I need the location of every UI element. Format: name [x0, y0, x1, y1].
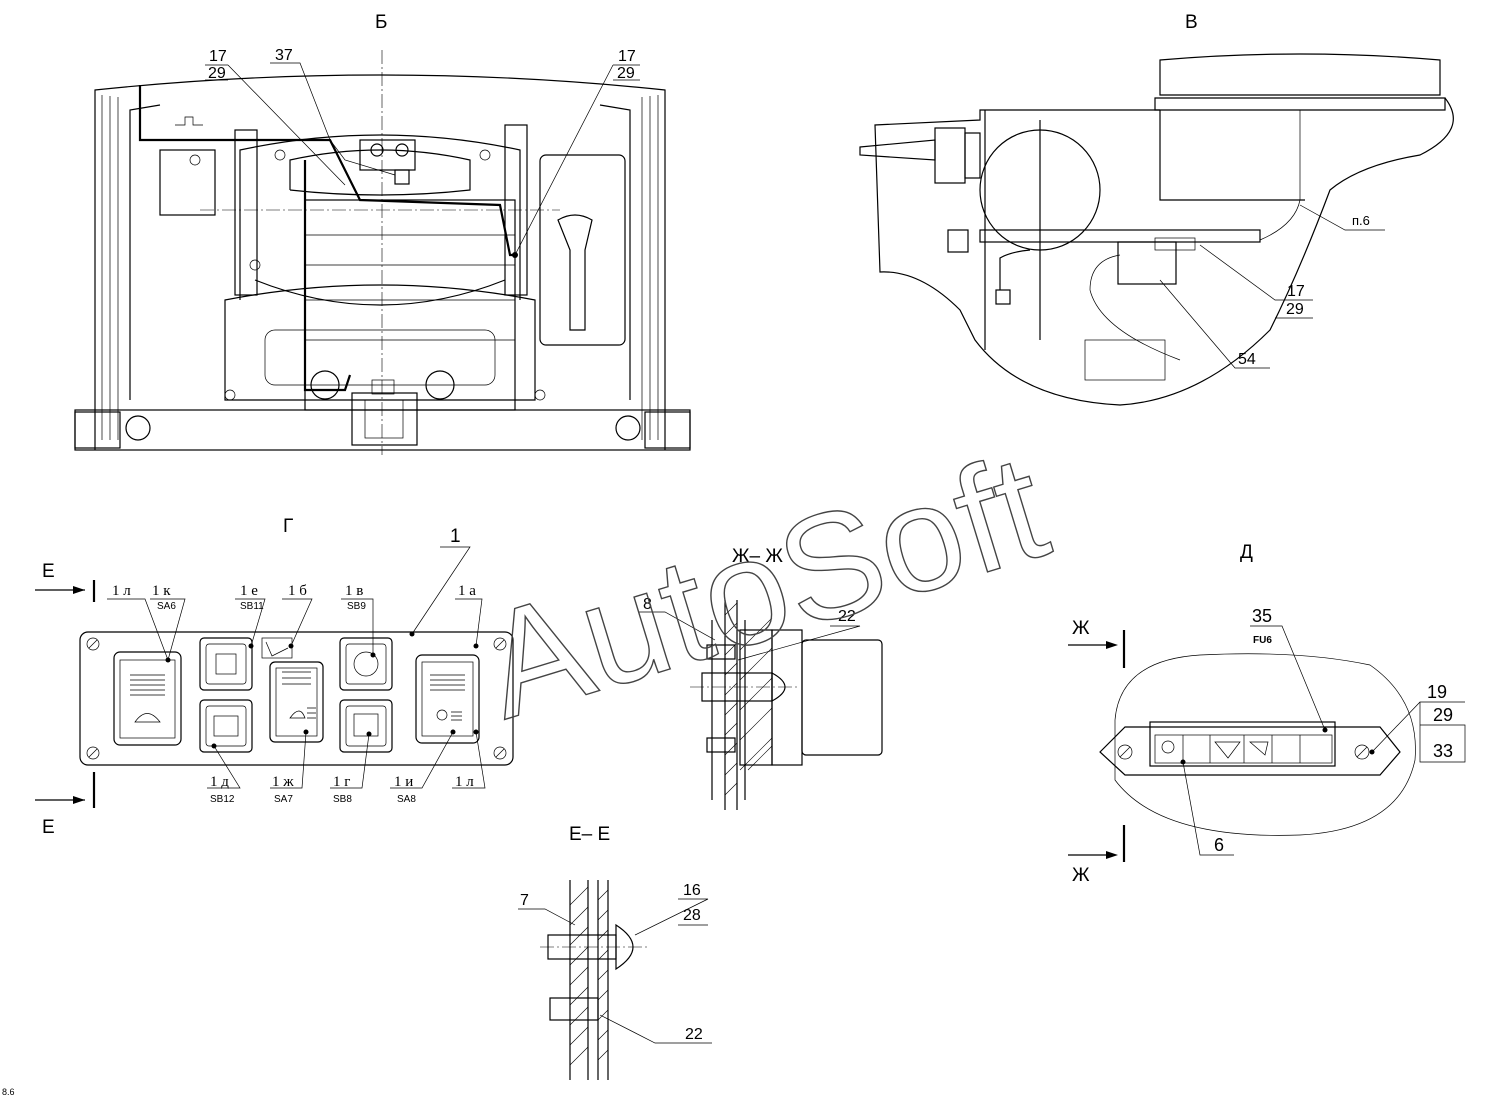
callout-22: 22 [838, 608, 856, 625]
switch-code-sa7: SA7 [274, 794, 293, 805]
corner-note: 8.6 [2, 1087, 15, 1097]
switch-code-sa8: SA8 [397, 794, 416, 805]
callout-6: 6 [1214, 835, 1224, 855]
switch-code-sb11: SB11 [240, 601, 264, 612]
view-d-title: Д [1240, 542, 1253, 563]
section-e: Е– Е 7 16 28 22 [518, 824, 712, 1080]
switch-label-1k: 1 к [152, 583, 171, 599]
callout-17b: 17 [618, 48, 636, 65]
switch-label-1d: 1 д [210, 774, 229, 790]
callout-29d: 29 [1433, 705, 1453, 725]
callout-8: 8 [643, 596, 652, 613]
callout-29: 29 [208, 65, 226, 82]
callout-35: 35 [1252, 606, 1272, 626]
switch-code-sa6: SA6 [157, 601, 176, 612]
switch-label-1b: 1 б [288, 583, 307, 599]
section-mark-e-top: Е [42, 561, 55, 582]
callout-28: 28 [683, 907, 701, 924]
fuse-code-fu6: FU6 [1253, 635, 1272, 646]
switch-label-1a: 1 а [458, 583, 476, 599]
switch-label-1g: 1 г [333, 774, 350, 790]
view-b: Б [74, 12, 691, 455]
section-mark-e-bottom: Е [42, 817, 55, 838]
callout-22b: 22 [685, 1026, 703, 1043]
callout-16: 16 [683, 882, 701, 899]
view-b-title: Б [375, 12, 387, 33]
switch-label-1zh: 1 ж [272, 774, 294, 790]
switch-label-1l-2: 1 л [455, 774, 474, 790]
view-d: Д Ж Ж 35 FU6 19 29 33 6 [1068, 542, 1466, 886]
section-zh-title: Ж– Ж [732, 546, 783, 567]
view-g-title: Г [283, 516, 293, 537]
callout-1: 1 [450, 526, 461, 547]
callout-17c: 17 [1287, 283, 1305, 300]
section-mark-zh-bottom: Ж [1072, 865, 1090, 886]
section-zh: Ж– Ж 8 22 [638, 546, 883, 810]
callout-54: 54 [1238, 351, 1256, 368]
callout-29c: 29 [1286, 301, 1304, 318]
callout-17: 17 [209, 48, 227, 65]
callout-7: 7 [520, 892, 529, 909]
switch-label-1v: 1 в [345, 583, 363, 599]
section-e-title: Е– Е [569, 824, 610, 845]
callout-29b: 29 [617, 65, 635, 82]
switch-label-1e: 1 е [240, 583, 258, 599]
switch-code-sb12: SB12 [210, 794, 235, 805]
view-v: В п.6 17 29 54 [859, 12, 1454, 406]
view-v-title: В [1185, 12, 1198, 33]
callout-33: 33 [1433, 741, 1453, 761]
callout-19: 19 [1427, 682, 1447, 702]
callout-37: 37 [275, 47, 293, 64]
callout-p6: п.6 [1352, 213, 1370, 228]
switch-code-sb8: SB8 [333, 794, 352, 805]
switch-label-1i: 1 и [394, 774, 413, 790]
switch-code-sb9: SB9 [347, 601, 366, 612]
view-g: Г Е Е [35, 516, 514, 838]
section-mark-zh-top: Ж [1072, 618, 1090, 639]
switch-label-1l: 1 л [112, 583, 131, 599]
